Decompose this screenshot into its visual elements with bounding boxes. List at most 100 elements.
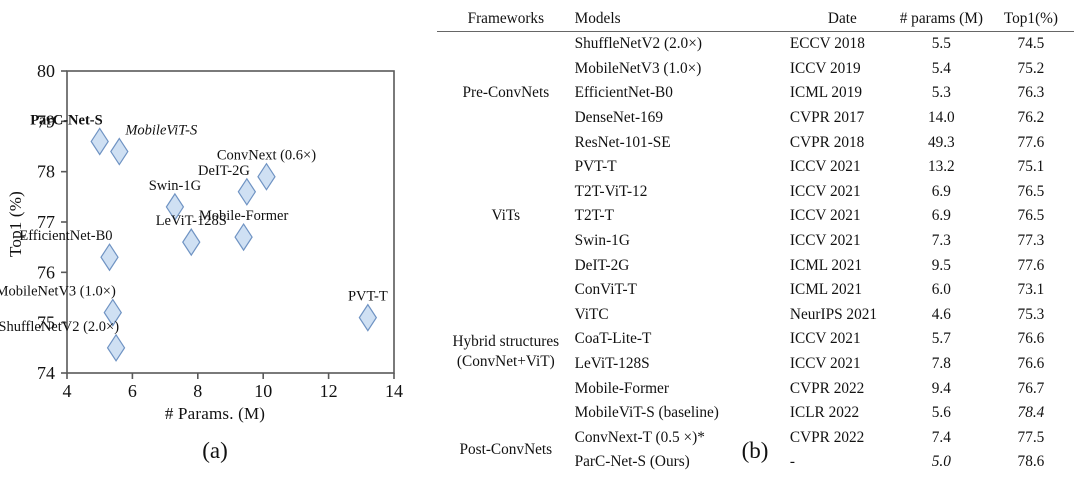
framework-group-label-line1: Hybrid structures [452, 332, 560, 350]
data-point-diamond-marker [100, 243, 119, 272]
cell-model: LeViT-128S [574, 354, 650, 372]
cell-params: 9.5 [931, 256, 951, 274]
cell-model: ResNet-101-SE [574, 133, 671, 151]
cell-top1: 76.3 [1017, 84, 1045, 102]
point-label: DeIT-2G [198, 163, 250, 179]
cell-top1: 77.5 [1017, 428, 1045, 446]
cell-top1: 73.1 [1017, 281, 1045, 299]
cell-model: Swin-1G [574, 231, 630, 249]
cell-date: ICCV 2021 [789, 231, 861, 249]
y-tick-label: 74 [37, 363, 55, 383]
point-label: ShuffleNetV2 (2.0×) [0, 319, 119, 335]
cell-date: ICML 2019 [789, 84, 862, 102]
cell-date: ICCV 2021 [789, 207, 861, 225]
column-header-date: Date [789, 6, 895, 32]
figure-a-caption: (a) [202, 438, 228, 463]
cell-date: ICCV 2019 [789, 59, 861, 77]
table-row: Hybrid structures (ConvNet+ViT) ConViT-T IC… [437, 278, 1074, 369]
x-tick-label: 12 [320, 381, 338, 400]
cell-date: ICML 2021 [789, 256, 862, 274]
table-header-row: Frameworks Models Date # params (M) Top1… [437, 6, 1074, 32]
cell-top1: 75.3 [1017, 305, 1045, 323]
cell-date: ECCV 2018 [789, 35, 865, 53]
cell-params: 13.2 [927, 158, 955, 176]
x-tick-label: 6 [128, 381, 137, 400]
data-point-diamond-marker [237, 177, 257, 206]
cell-model: ParC-Net-S (Ours) [574, 453, 690, 471]
point-label: MobileViT-S [124, 123, 198, 139]
x-tick-label: 10 [254, 381, 272, 400]
cell-model: ConvNext-T (0.5 ×)* [574, 428, 705, 446]
table-row: LeViT-128S ICCV 2021 7.8 76.6 [437, 351, 1074, 376]
cell-top1: 75.1 [1017, 158, 1045, 176]
cell-model: T2T-ViT-12 [574, 182, 648, 200]
data-point-diamond-marker [110, 137, 129, 166]
point-label: EfficientNet-B0 [19, 228, 112, 244]
cell-top1: 76.7 [1017, 379, 1045, 397]
point-label: ParC-Net-S [30, 112, 102, 128]
cell-model: MobileNetV3 (1.0×) [574, 59, 702, 77]
point-label: ConvNext (0.6×) [217, 148, 316, 164]
cell-top1: 76.6 [1017, 354, 1045, 372]
cell-top1: 76.5 [1017, 182, 1045, 200]
data-point-diamond-marker [358, 303, 378, 332]
figure-b-comparison-table: Frameworks Models Date # params (M) Top1… [430, 0, 1080, 482]
y-tick-label: 79 [37, 111, 55, 131]
point-label: LeViT-128S [156, 213, 227, 229]
point-label: PVT-T [348, 289, 388, 305]
cell-date: CVPR 2022 [789, 428, 865, 446]
cell-params: 6.0 [931, 281, 951, 299]
cell-date: CVPR 2022 [789, 379, 865, 397]
cell-top1: 77.6 [1017, 133, 1045, 151]
cell-top1: 77.6 [1017, 256, 1045, 274]
framework-group-label: Post-ConvNets [459, 441, 553, 459]
column-header-frameworks: Frameworks [437, 6, 575, 32]
cell-date: ICCV 2021 [789, 158, 861, 176]
data-point-diamond-marker [257, 162, 276, 191]
cell-date: ICCV 2021 [789, 354, 861, 372]
cell-top1: 78.4 [1017, 404, 1045, 422]
framework-group-label-line2: (ConvNet+ViT) [456, 352, 555, 370]
cell-params: 14.0 [927, 109, 955, 127]
cell-top1: 77.3 [1017, 231, 1045, 249]
cell-params: 5.4 [931, 59, 951, 77]
cell-model: ConViT-T [574, 281, 637, 299]
cell-params: 7.8 [931, 354, 951, 372]
cell-model: T2T-T [574, 207, 614, 225]
x-tick-label: 8 [193, 381, 202, 400]
cell-params: 6.9 [931, 182, 951, 200]
cell-date: CVPR 2017 [789, 109, 865, 127]
y-tick-label: 76 [37, 262, 55, 282]
cell-top1: 75.2 [1017, 59, 1045, 77]
cell-date: - [789, 453, 796, 471]
models-comparison-table: Frameworks Models Date # params (M) Top1… [437, 6, 1074, 474]
column-header-params: # params (M) [894, 6, 988, 32]
x-tick-label: 14 [385, 381, 403, 400]
cell-top1: 74.5 [1017, 35, 1045, 53]
cell-params: 5.6 [931, 404, 951, 422]
table-row: MobileNetV3 (1.0×) ICCV 2019 5.4 75.2 [437, 56, 1074, 81]
cell-params: 7.4 [931, 428, 951, 446]
point-label: Swin-1G [149, 178, 202, 194]
cell-model: Mobile-Former [574, 379, 669, 397]
cell-top1: 76.6 [1017, 330, 1045, 348]
data-point-diamond-marker [182, 228, 201, 257]
y-tick-label: 80 [37, 61, 55, 81]
point-label: MobileNetV3 (1.0×) [0, 284, 116, 300]
cell-date: CVPR 2018 [789, 133, 865, 151]
y-tick-label: 77 [37, 212, 55, 232]
y-axis-title: Top1 (%) [6, 190, 25, 258]
y-tick-label: 78 [37, 162, 55, 182]
framework-group-label: ViTs [491, 207, 521, 225]
cell-model: DenseNet-169 [574, 109, 663, 127]
column-header-top1: Top1(%) [987, 6, 1074, 32]
